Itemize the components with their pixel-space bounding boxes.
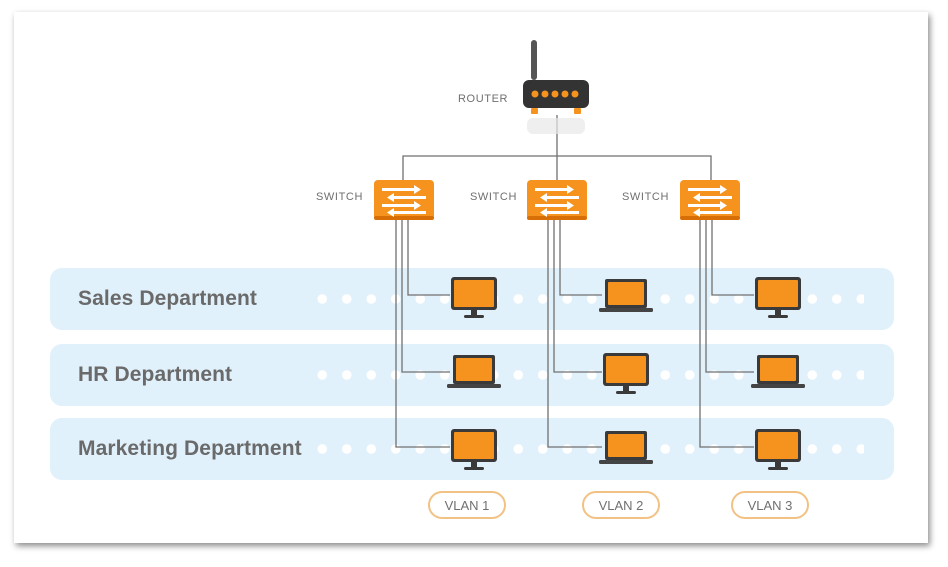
band-dots xyxy=(310,293,864,305)
monitor-icon xyxy=(451,277,497,318)
laptop-icon xyxy=(751,355,805,388)
connection-lines xyxy=(395,115,754,448)
vlan-badge: VLAN 2 xyxy=(582,491,660,519)
devices xyxy=(447,277,805,470)
switch-icon xyxy=(374,180,434,220)
router-label: ROUTER xyxy=(458,93,509,105)
laptop-icon xyxy=(447,355,501,388)
switch-label: SWITCH xyxy=(316,191,363,203)
vlan-badge: VLAN 3 xyxy=(731,491,809,519)
department-label-hr: HR Department xyxy=(78,363,233,386)
vlan-badge: VLAN 1 xyxy=(428,491,506,519)
laptop-icon xyxy=(599,431,653,464)
department-label-marketing: Marketing Department xyxy=(78,437,302,460)
switch-icon xyxy=(527,180,587,220)
switch-label: SWITCH xyxy=(470,191,517,203)
monitor-icon xyxy=(451,429,497,470)
monitor-icon xyxy=(755,429,801,470)
switch-icon xyxy=(680,180,740,220)
router-icon xyxy=(523,40,589,134)
laptop-icon xyxy=(599,279,653,312)
monitor-icon xyxy=(603,353,649,394)
band-dots xyxy=(310,443,864,455)
monitor-icon xyxy=(755,277,801,318)
department-label-sales: Sales Department xyxy=(78,287,258,310)
switch-label: SWITCH xyxy=(622,191,669,203)
